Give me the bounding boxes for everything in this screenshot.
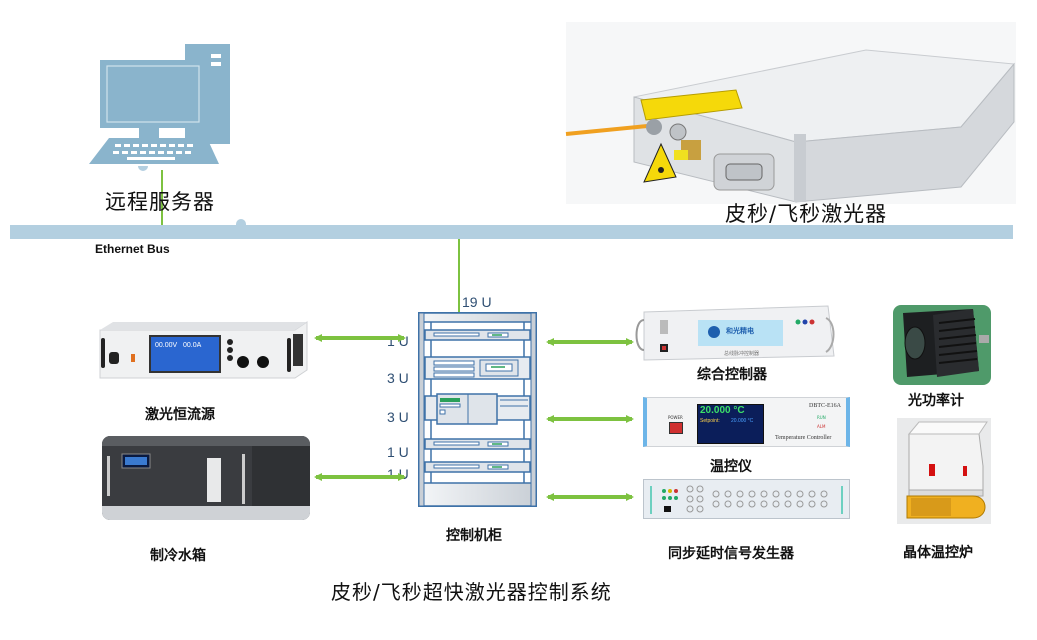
temp-setpoint-value: 20.000 °C [731, 418, 754, 424]
temp-display [697, 404, 764, 444]
computer-icon [89, 44, 230, 171]
laser-power-supply-device: 00.00V 00.0A [95, 320, 310, 380]
integrated-controller-subtitle: 总线脉冲控制器 [724, 351, 760, 357]
server-link-line [161, 170, 163, 225]
crystal-oven-device [897, 418, 991, 524]
power-meter-device [893, 305, 991, 385]
temperature-controller-device: 20.000 °C Setpoint: 20.000 °C POWER DBTC… [643, 397, 850, 447]
crystal-oven-label: 晶体温控炉 [903, 545, 973, 561]
bus-connector-bump [236, 219, 246, 225]
remote-server-label: 远程服务器 [105, 190, 215, 214]
temp-panel-text: Temperature Controller [775, 435, 832, 441]
ethernet-bus-label: Ethernet Bus [95, 242, 170, 256]
diagram-title: 皮秒/飞秒超快激光器控制系统 [331, 580, 612, 604]
power-supply-current-readout: 00.0A [183, 342, 202, 349]
rack-unit-3u-b [424, 393, 531, 425]
temp-run-label: RUN [817, 415, 826, 420]
laser-module-icon [565, 49, 1015, 203]
power-supply-voltage-readout: 00.00V [155, 342, 178, 349]
temp-reading: 20.000 °C [700, 405, 745, 416]
temp-power-button [669, 422, 683, 434]
temp-model-label: DBTC-E16A [809, 403, 841, 409]
rack-unit-1u-a [424, 329, 531, 341]
slot-label-2: 3 U [387, 370, 409, 386]
chiller-device [102, 436, 310, 520]
delay-generator-device [643, 479, 850, 519]
slot-label-3: 3 U [387, 409, 409, 425]
integrated-controller-brand: 和光精电 [726, 327, 754, 335]
laser-module-image [565, 22, 1016, 204]
chiller-label: 制冷水箱 [150, 548, 206, 564]
slot-label-4: 1 U [387, 444, 409, 460]
ethernet-bus [10, 225, 1013, 239]
temp-setpoint-label: Setpoint: [700, 418, 720, 424]
laser-label: 皮秒/飞秒激光器 [725, 202, 888, 226]
temp-alm-label: ALM [817, 424, 826, 429]
integrated-controller-label: 综合控制器 [697, 367, 767, 383]
cabinet-height-label: 19 U [462, 294, 492, 310]
rack-unit-1u-b [424, 438, 531, 450]
cabinet-link-line [458, 239, 460, 314]
rack-unit-3u-a [424, 356, 531, 380]
control-cabinet [418, 312, 537, 507]
rack-unit-1u-c [424, 461, 531, 473]
cabinet-label: 控制机柜 [446, 528, 502, 544]
integrated-controller-device: 和光精电 总线脉冲控制器 [635, 305, 835, 361]
delay-generator-label: 同步延时信号发生器 [668, 546, 794, 562]
temperature-controller-label: 温控仪 [710, 459, 752, 475]
power-meter-label: 光功率计 [908, 393, 964, 409]
temp-power-label: POWER [668, 415, 683, 420]
laser-power-supply-label: 激光恒流源 [145, 407, 215, 423]
